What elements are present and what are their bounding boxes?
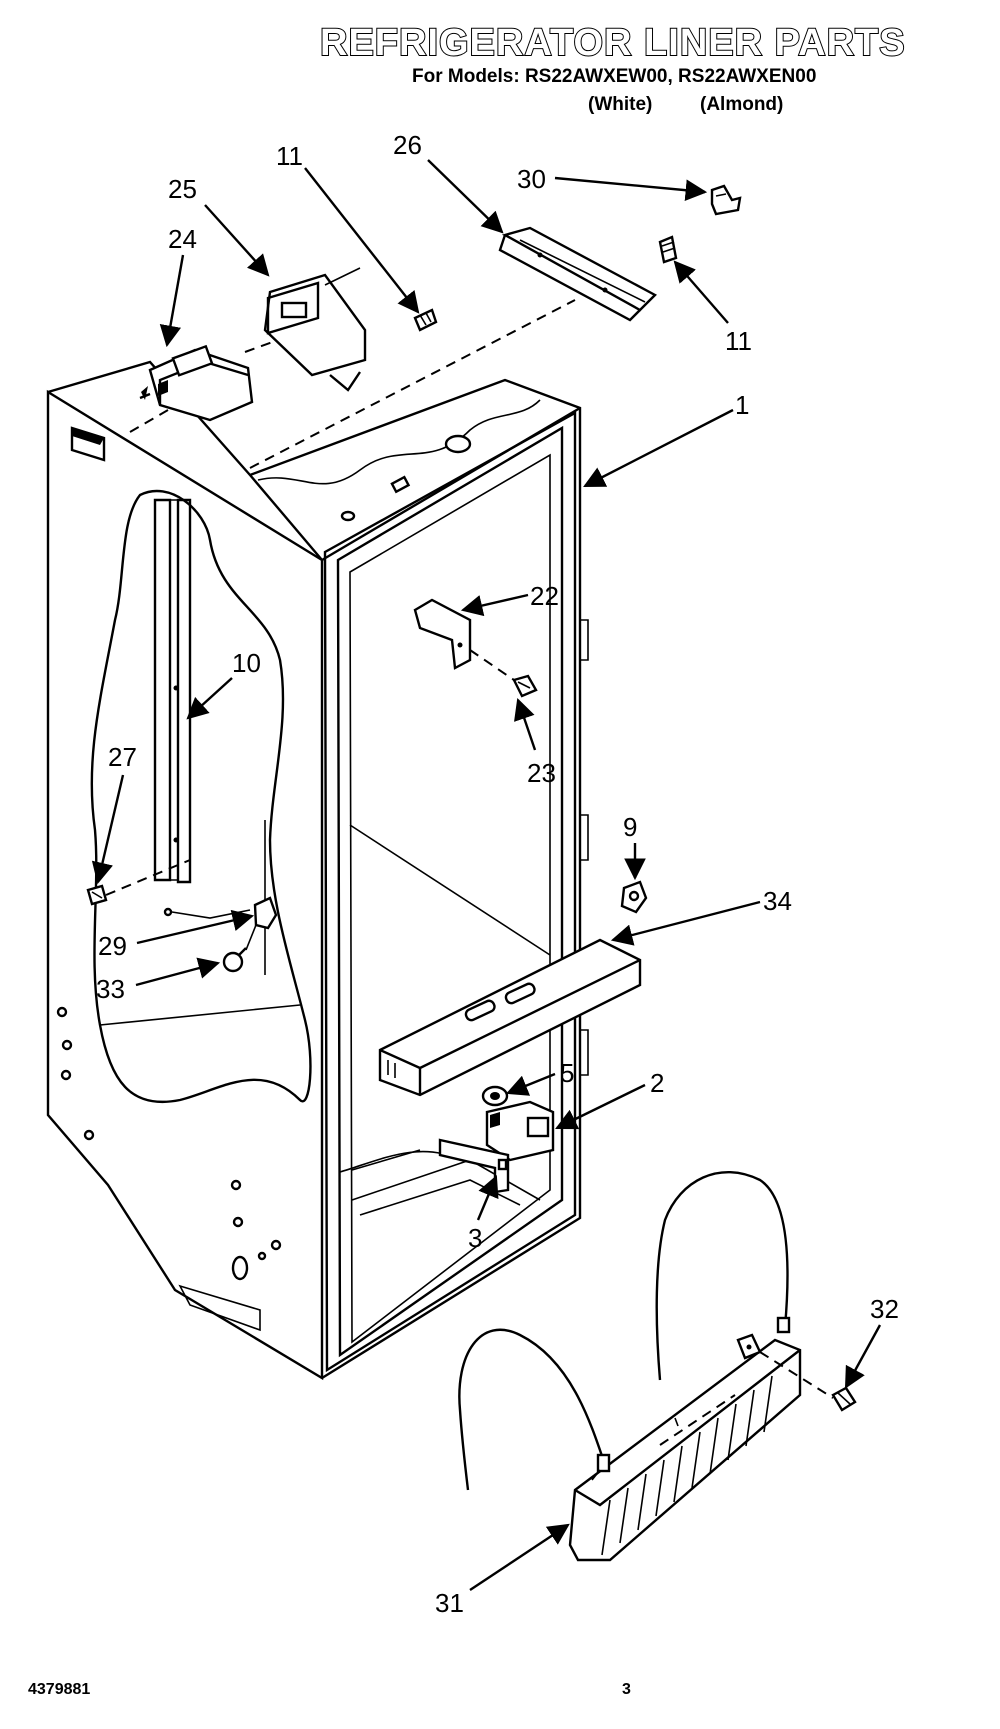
callout-24: 24 — [168, 224, 197, 254]
part-23-screw — [512, 674, 538, 698]
callout-25: 25 — [168, 174, 197, 204]
part-33-bulb — [222, 947, 247, 973]
callout-27: 27 — [108, 742, 137, 772]
callout-11-right: 11 — [725, 326, 752, 356]
part-31-heater-assembly — [458, 1170, 802, 1562]
callout-2: 2 — [650, 1068, 664, 1098]
part-5-grommet — [481, 1085, 509, 1107]
color-almond-label: (Almond) — [700, 94, 784, 115]
part-25-bracket — [263, 267, 367, 392]
models-line: For Models: RS22AWXEW00, RS22AWXEN00 — [412, 66, 817, 87]
part-34-support — [378, 938, 642, 1097]
callout-30: 30 — [517, 164, 546, 194]
leader-lines — [91, 159, 882, 1592]
callout-23: 23 — [527, 758, 556, 788]
callout-10: 10 — [232, 648, 261, 678]
color-white-label: (White) — [588, 94, 653, 115]
callout-34: 34 — [763, 886, 792, 916]
callout-11-upper: 11 — [276, 141, 303, 171]
callout-29: 29 — [98, 931, 127, 961]
part-32-screw — [831, 1386, 857, 1412]
callout-32: 32 — [870, 1294, 899, 1324]
document-number: 4379881 — [28, 1681, 91, 1698]
page-title: REFRIGERATOR LINER PARTS — [319, 21, 906, 65]
part-22-bracket — [413, 598, 472, 670]
part-27-screw — [86, 884, 108, 906]
part-30-clip — [710, 184, 742, 216]
part-2-bracket — [485, 1100, 555, 1162]
callout-5: 5 — [560, 1058, 574, 1088]
callout-1: 1 — [735, 390, 749, 420]
callout-33: 33 — [96, 974, 125, 1004]
page-number: 3 — [622, 1681, 631, 1698]
callout-9: 9 — [623, 812, 637, 842]
callout-22: 22 — [530, 581, 559, 611]
callout-3: 3 — [468, 1223, 482, 1253]
part-26-rail-bracket — [498, 226, 657, 322]
part-24-housing — [139, 344, 254, 422]
refrigerator-liner — [46, 360, 589, 1381]
part-11-screw-right — [658, 235, 678, 264]
callout-31: 31 — [435, 1588, 464, 1618]
part-11-screw-upper — [413, 308, 438, 332]
callout-26: 26 — [393, 130, 422, 160]
part-9-clip — [620, 880, 648, 914]
